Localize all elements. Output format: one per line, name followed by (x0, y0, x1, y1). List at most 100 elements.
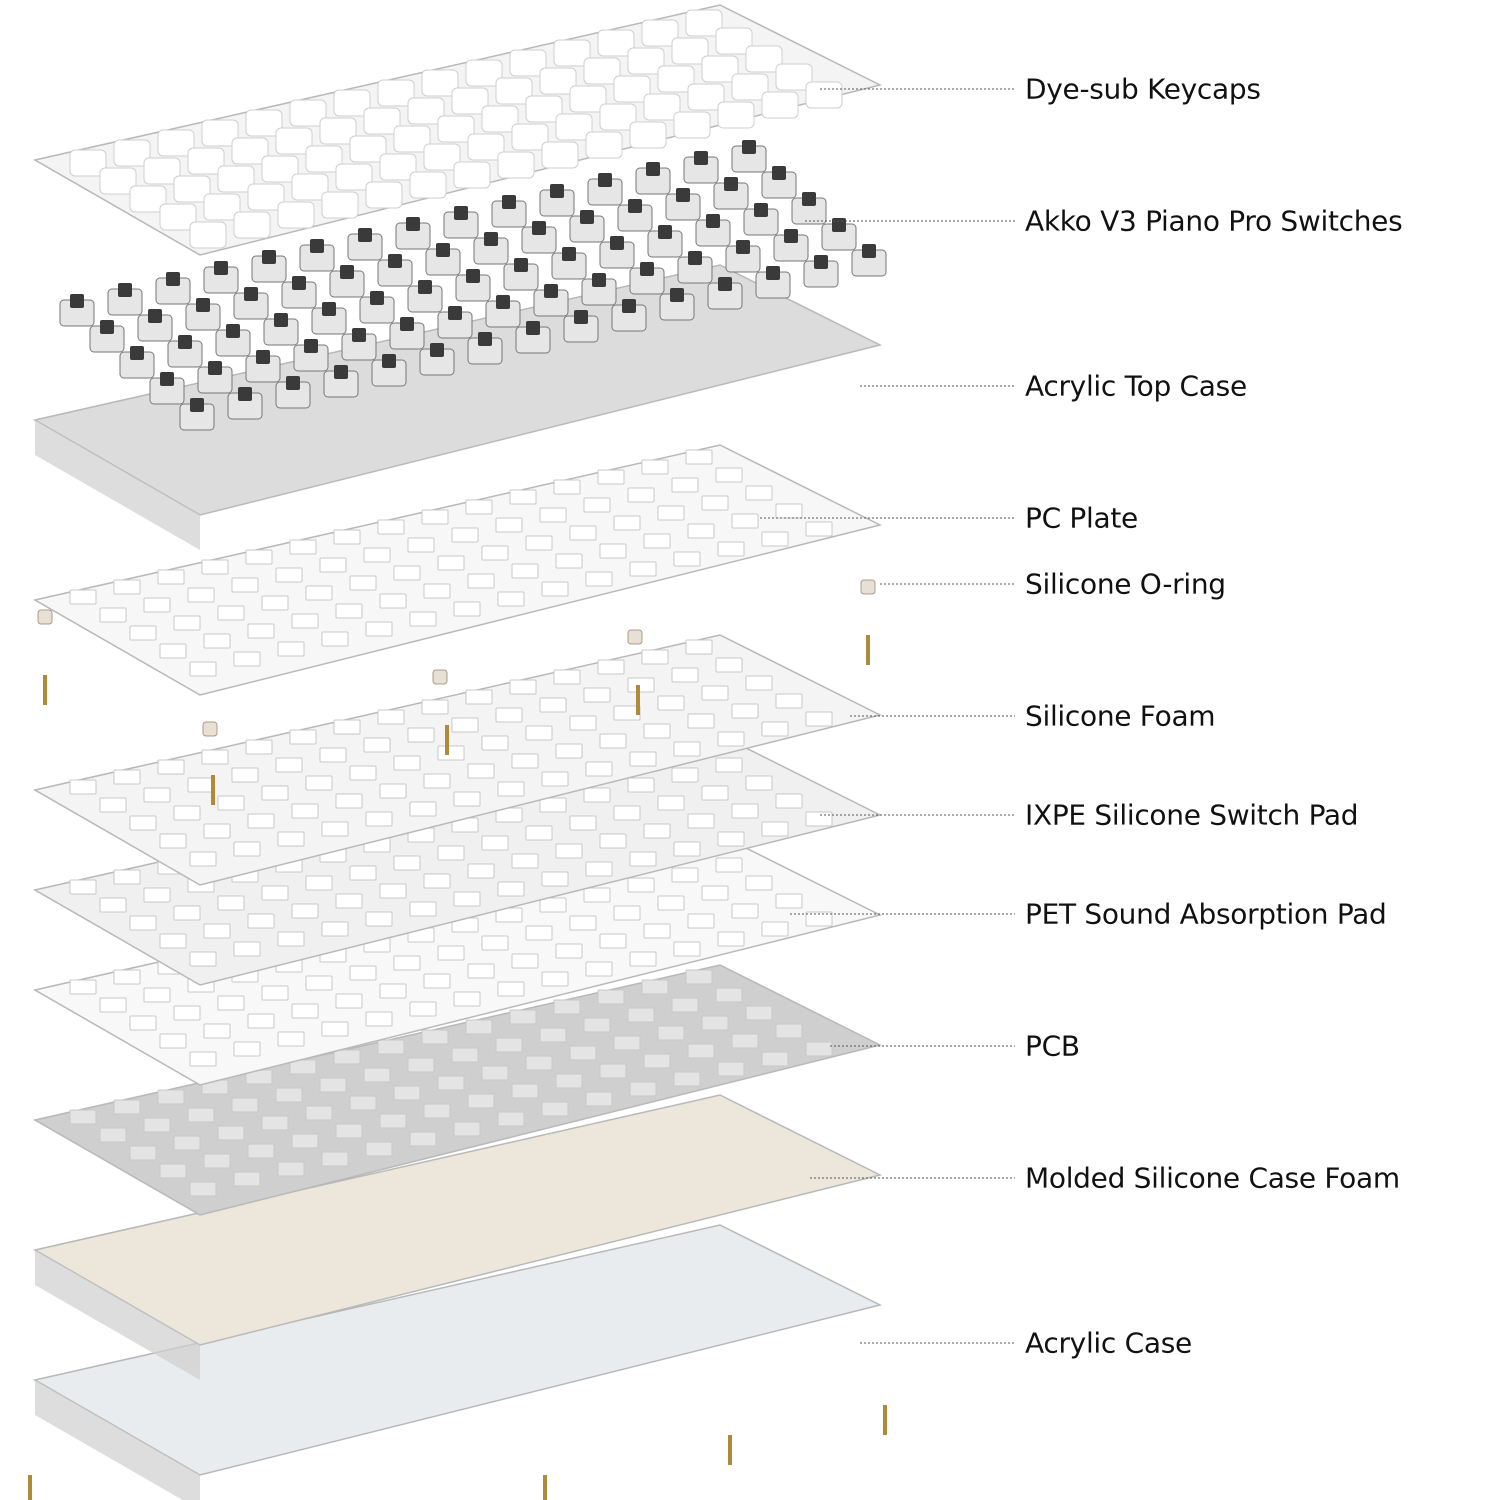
switch-stem (610, 236, 624, 250)
cutout (423, 1103, 451, 1119)
cutout (291, 613, 319, 629)
cutout (555, 843, 583, 859)
switch-stem (694, 151, 708, 165)
cutout (555, 1073, 583, 1089)
cutout (261, 1115, 289, 1131)
cutout (113, 869, 141, 885)
keycap (597, 29, 635, 57)
switch-stem (130, 346, 144, 360)
cutout (761, 821, 789, 837)
cutout (657, 505, 685, 521)
switch-stem (676, 188, 690, 202)
switch-stem (382, 354, 396, 368)
cutout (597, 989, 625, 1005)
layer-edge (35, 1380, 200, 1500)
cutout (363, 1067, 391, 1083)
cutout (671, 997, 699, 1013)
switch-stem (70, 294, 84, 308)
cutout (365, 621, 393, 637)
switch-stem (322, 302, 336, 316)
keycap (685, 9, 723, 37)
cutout (583, 887, 611, 903)
cutout (261, 885, 289, 901)
cutout (437, 1075, 465, 1091)
switch-stem (286, 376, 300, 390)
cutout (305, 775, 333, 791)
cutout (585, 761, 613, 777)
switch-stem (292, 276, 306, 290)
cutout (99, 997, 127, 1013)
cutout (761, 921, 789, 937)
screw (445, 725, 449, 755)
cutout (143, 1117, 171, 1133)
cutout (687, 523, 715, 539)
cutout (467, 1093, 495, 1109)
keycap (349, 135, 387, 163)
switch-stem (718, 277, 732, 291)
keycap (715, 27, 753, 55)
cutout (421, 509, 449, 525)
keycap (203, 193, 241, 221)
cutout (541, 771, 569, 787)
cutout (129, 1145, 157, 1161)
cutout (643, 1053, 671, 1069)
cutout (569, 525, 597, 541)
keycap (261, 155, 299, 183)
keycap (553, 39, 591, 67)
cutout (641, 979, 669, 995)
cutout (701, 685, 729, 701)
keycap (319, 117, 357, 145)
switch-stem (310, 239, 324, 253)
cutout (379, 883, 407, 899)
keycap (291, 173, 329, 201)
keycap (701, 55, 739, 83)
cutout (511, 953, 539, 969)
cutout (657, 695, 685, 711)
cutout (365, 1141, 393, 1157)
cutout (627, 677, 655, 693)
screw (211, 775, 215, 805)
switch-stem (448, 306, 462, 320)
cutout (261, 785, 289, 801)
cutout (717, 1061, 745, 1077)
cutout (525, 725, 553, 741)
cutout (467, 573, 495, 589)
switch-stem (160, 372, 174, 386)
cutout (393, 955, 421, 971)
keycap (201, 119, 239, 147)
cutout (761, 531, 789, 547)
switch-stem (640, 262, 654, 276)
screw (866, 635, 870, 665)
keycap (277, 201, 315, 229)
cutout (349, 865, 377, 881)
switch-stem (742, 140, 756, 154)
cutout (173, 905, 201, 921)
cutout (805, 1041, 833, 1057)
switch-stem (754, 203, 768, 217)
cutout (687, 713, 715, 729)
cutout (539, 1027, 567, 1043)
keycap (629, 121, 667, 149)
cutout (423, 973, 451, 989)
cutout (289, 539, 317, 555)
cutout (731, 1033, 759, 1049)
cutout (701, 785, 729, 801)
cutout (613, 905, 641, 921)
cutout (629, 1081, 657, 1097)
cutout (187, 587, 215, 603)
switch-stem (514, 258, 528, 272)
cutout (247, 1013, 275, 1029)
cutout (715, 987, 743, 1003)
cutout (409, 901, 437, 917)
cutout (217, 995, 245, 1011)
silicone-o-ring (432, 669, 448, 685)
cutout (467, 763, 495, 779)
cutout (321, 921, 349, 937)
cutout (569, 715, 597, 731)
cutout (349, 965, 377, 981)
cutout (553, 669, 581, 685)
cutout (583, 687, 611, 703)
switch-stem (418, 280, 432, 294)
switch-stem (466, 269, 480, 283)
cutout (113, 969, 141, 985)
